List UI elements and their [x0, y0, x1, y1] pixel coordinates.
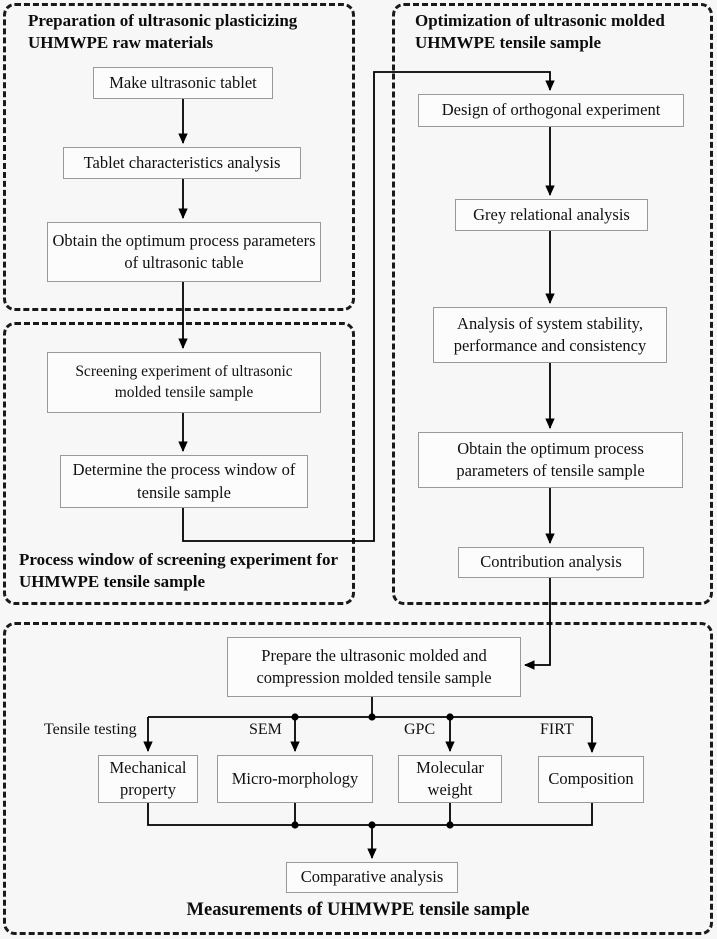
node-design-orthogonal-experiment: Design of orthogonal experiment [418, 94, 684, 127]
edge-label-gpc: GPC [404, 721, 436, 738]
edge-label-tensile-testing: Tensile testing [44, 721, 137, 738]
node-micro-morphology: Micro-morphology [217, 755, 373, 803]
node-prepare-tensile-samples: Prepare the ultrasonic molded and compre… [227, 637, 521, 697]
node-contribution-analysis: Contribution analysis [458, 547, 644, 578]
node-comparative-analysis: Comparative analysis [286, 862, 458, 893]
panel-measurements [3, 622, 713, 935]
edge-label-sem: SEM [249, 721, 282, 738]
node-optimum-parameters-ultrasonic-table: Obtain the optimum process parameters of… [47, 222, 321, 282]
edge-label-firt: FIRT [540, 721, 574, 738]
node-mechanical-property: Mechanical property [98, 755, 198, 803]
node-molecular-weight: Molecular weight [398, 755, 502, 803]
node-tablet-characteristics-analysis: Tablet characteristics analysis [63, 147, 301, 179]
panel-title-measurements: Measurements of UHMWPE tensile sample [186, 900, 530, 920]
panel-title-optimization: Optimization of ultrasonic molded UHMWPE… [415, 11, 665, 53]
node-grey-relational-analysis: Grey relational analysis [455, 199, 648, 231]
node-screening-experiment: Screening experiment of ultrasonic molde… [47, 352, 321, 413]
panel-title-process-window: Process window of screening experiment f… [19, 550, 338, 592]
node-make-ultrasonic-tablet: Make ultrasonic tablet [93, 67, 273, 99]
node-determine-process-window: Determine the process window of tensile … [60, 455, 308, 508]
node-composition: Composition [538, 756, 644, 803]
panel-title-preparation: Preparation of ultrasonic plasticizing U… [28, 11, 298, 53]
node-optimum-parameters-tensile-sample: Obtain the optimum process parameters of… [418, 432, 683, 488]
node-system-stability-analysis: Analysis of system stability, performanc… [433, 307, 667, 363]
